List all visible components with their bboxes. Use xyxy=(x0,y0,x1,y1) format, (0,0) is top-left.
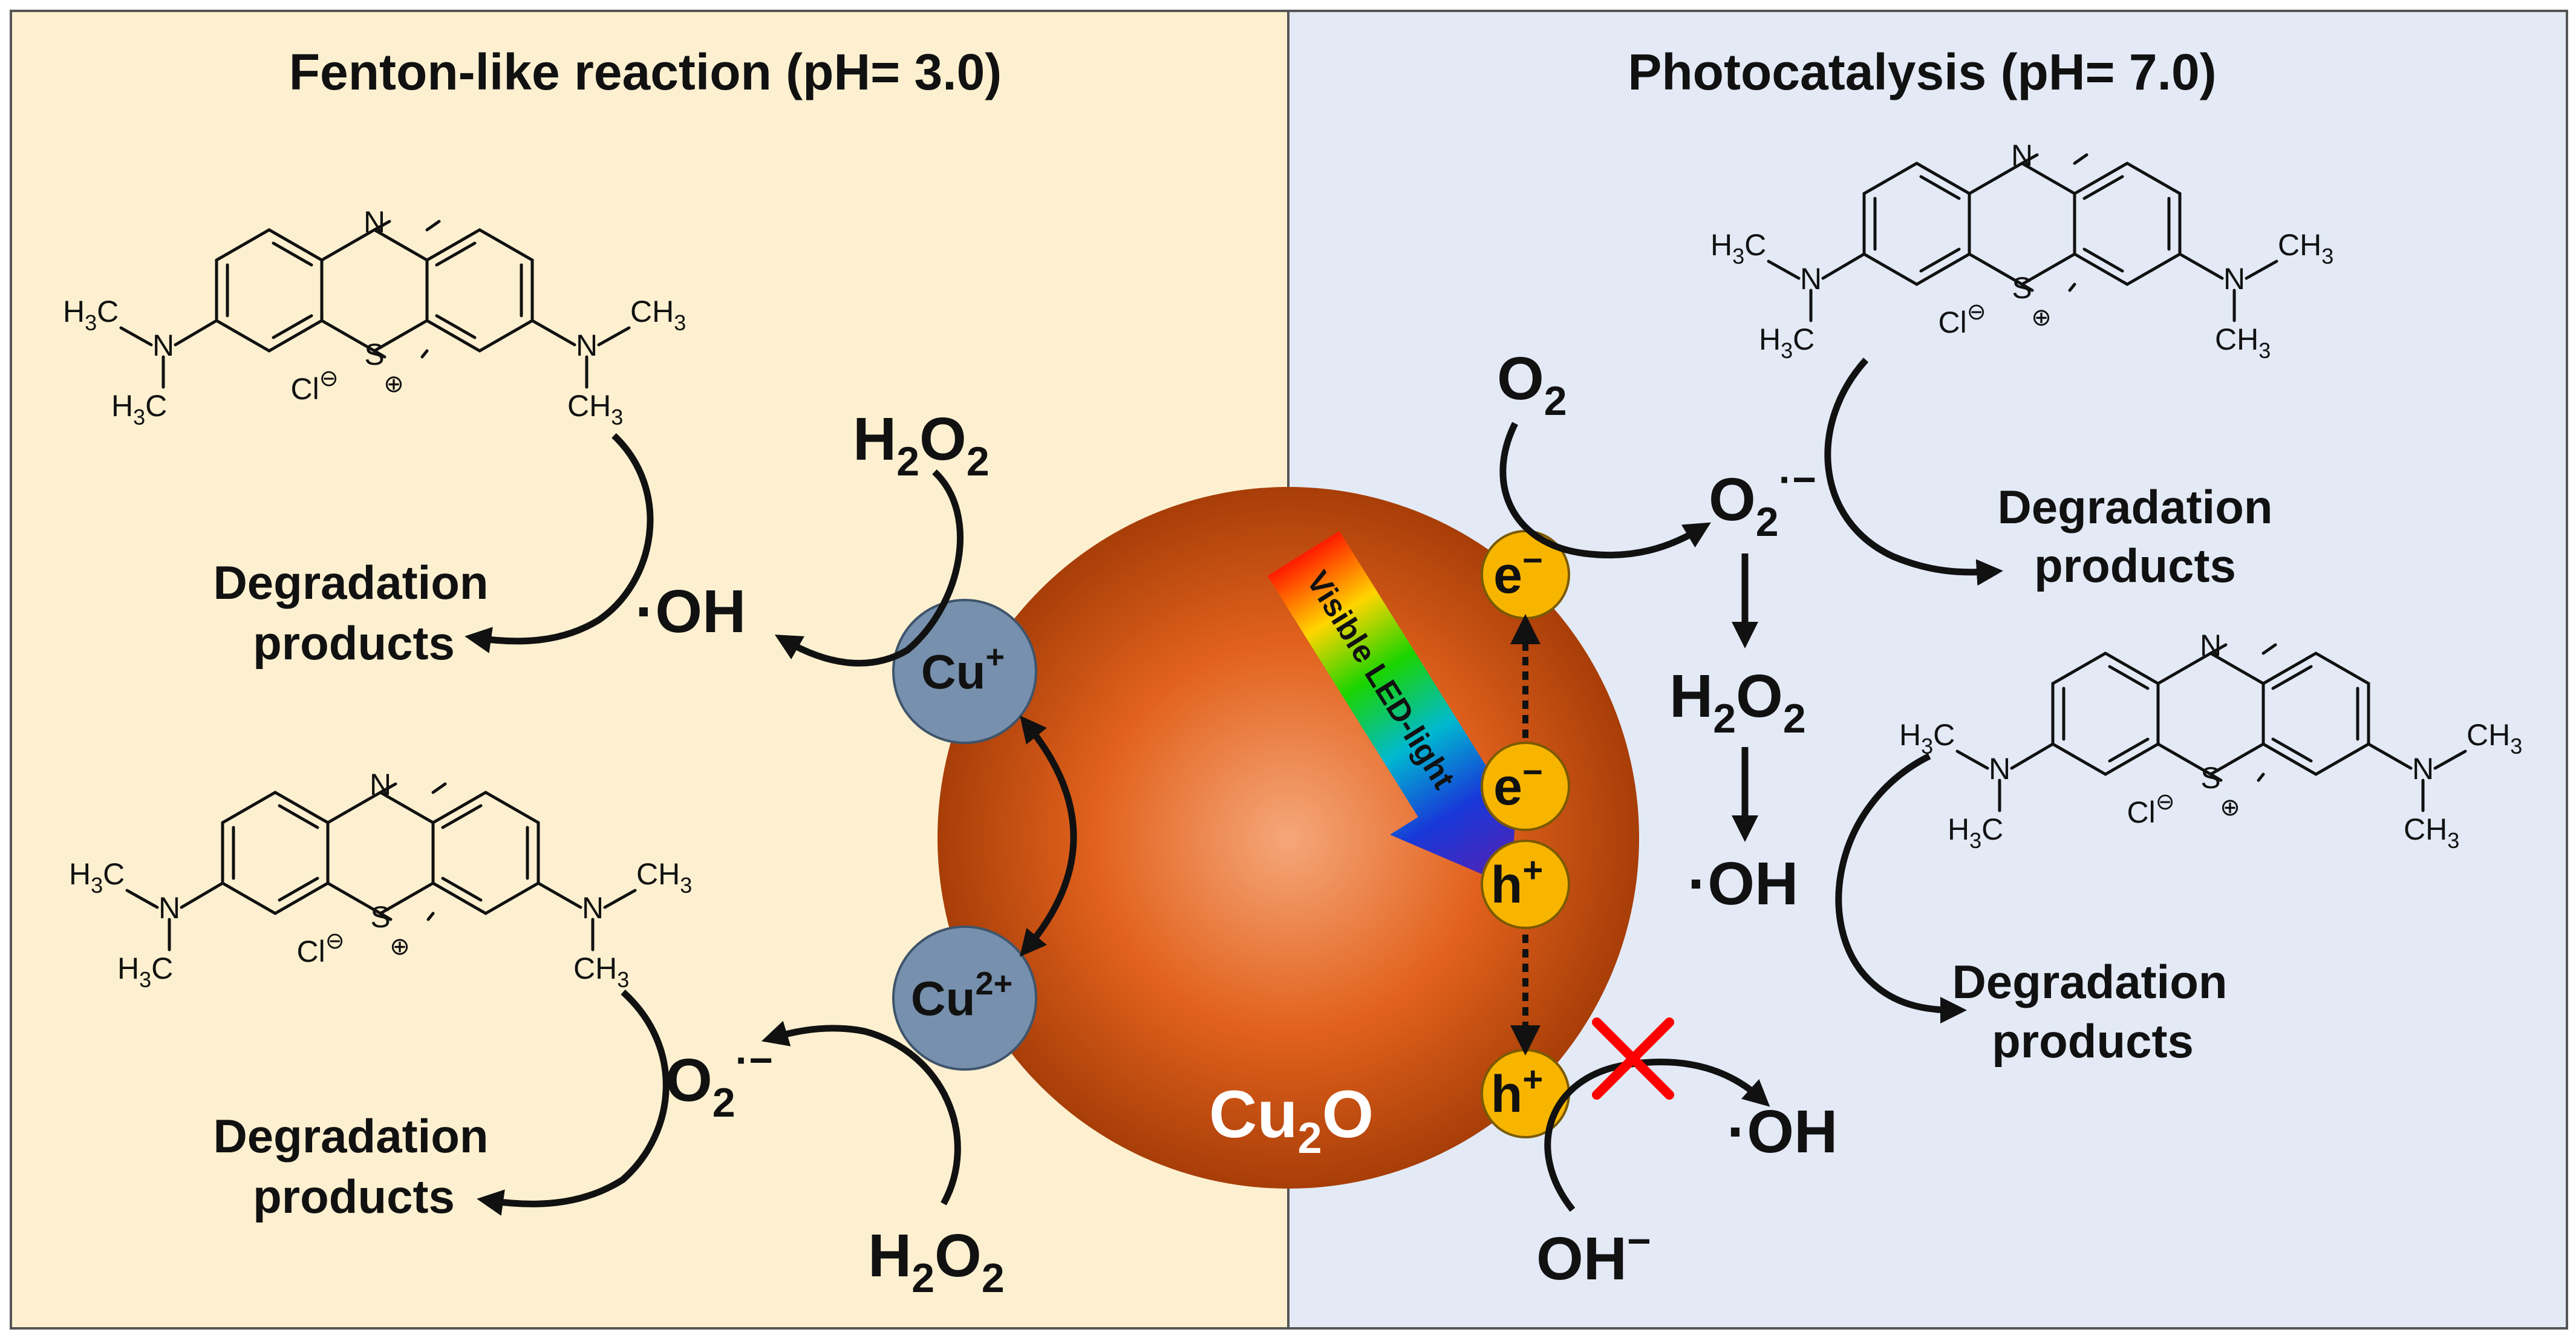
methylene-blue-structure-mid-right: N S ⊕ Cl⊖ N H3C H3C N CH3 CH3 xyxy=(1899,628,2522,853)
methyl-label-bottom-left: H3C xyxy=(1948,812,2003,853)
blocked-reaction-cross-icon xyxy=(1592,1017,1674,1100)
cu-2plus-label: Cu2+ xyxy=(911,965,1012,1025)
methylene-blue-structure-top-left: N S ⊕ Cl⊖ N H3C H3C N CH3 CH3 xyxy=(63,205,686,429)
h2o2-top-left: H2O2 xyxy=(853,405,990,485)
methylene-blue-structure-bottom-left: N S ⊕ Cl⊖ N H3C H3C N CH3 CH3 xyxy=(69,768,692,992)
methyl-label-top-left: H3C xyxy=(63,295,119,335)
methyl-label-bottom-right: CH3 xyxy=(2215,322,2271,363)
amine-nitrogen-right: N xyxy=(582,891,604,925)
mb-to-products-arrow-top-right xyxy=(1824,357,2003,586)
h2o2-to-o2-radical-arrow xyxy=(761,1020,961,1206)
amine-nitrogen-left: N xyxy=(1989,752,2010,786)
ring-sulfur-label: S xyxy=(2012,271,2032,305)
hole-node-mid xyxy=(1481,840,1570,929)
oh-radical-top-left: ·OH xyxy=(635,578,746,645)
methyl-label-top-right: CH3 xyxy=(630,295,686,335)
ring-nitrogen-label: N xyxy=(370,768,391,801)
products-top-right-line2: products xyxy=(2034,539,2236,592)
products-bottom-left-line1: Degradation xyxy=(213,1109,488,1163)
methylene-blue-structure-top-right: N S ⊕ Cl⊖ N H3C H3C N CH3 CH3 xyxy=(1710,139,2333,363)
cu-redox-arrow xyxy=(1019,715,1077,957)
products-bottom-left-line2: products xyxy=(253,1170,455,1223)
cu2o-particle xyxy=(937,487,1639,1189)
amine-nitrogen-right: N xyxy=(576,328,598,362)
ring-nitrogen-label: N xyxy=(2200,628,2222,662)
cu-2plus-node xyxy=(892,925,1037,1071)
products-top-left-line2: products xyxy=(253,616,455,670)
h2o2-to-oh-arrow xyxy=(774,469,964,667)
hydroxide-ion-label: OH− xyxy=(1536,1218,1651,1293)
amine-nitrogen-left: N xyxy=(158,891,180,925)
counter-ion-label: Cl⊖ xyxy=(290,366,338,406)
mb-to-products-arrow-bottom xyxy=(477,989,670,1216)
ring-sulfur-label: S xyxy=(364,338,384,371)
methyl-label-bottom-left: H3C xyxy=(1759,322,1815,363)
mb-to-products-arrow-bottom-right xyxy=(1835,753,1967,1023)
electron-label-mid: e− xyxy=(1493,752,1543,816)
sulfur-charge-icon: ⊕ xyxy=(390,933,410,960)
ring-nitrogen-label: N xyxy=(2011,139,2033,172)
oh-radical-mid-right: ·OH xyxy=(1687,850,1798,918)
oh-radical-bottom-right: ·OH xyxy=(1727,1098,1837,1166)
ring-sulfur-label: S xyxy=(370,900,390,934)
methyl-label-bottom-left: H3C xyxy=(117,951,173,992)
hole-label-bottom: h+ xyxy=(1491,1060,1543,1123)
methyl-label-bottom-right: CH3 xyxy=(573,951,629,992)
products-top-right-line1: Degradation xyxy=(1997,480,2272,534)
sulfur-charge-icon: ⊕ xyxy=(2031,304,2052,331)
right-panel-title: Photocatalysis (pH= 7.0) xyxy=(1628,44,2216,100)
products-bottom-right-line2: products xyxy=(1992,1014,2194,1068)
o2-radical-right: O2·− xyxy=(1709,457,1816,545)
methyl-label-top-right: CH3 xyxy=(2467,718,2522,759)
products-bottom-right-line1: Degradation xyxy=(1952,955,2227,1008)
cu-plus-node xyxy=(892,599,1037,744)
o2-to-superoxide-arrow xyxy=(1499,422,1711,559)
cu-plus-label: Cu+ xyxy=(921,639,1005,699)
amine-nitrogen-left: N xyxy=(152,328,174,362)
h2o2-bottom-left: H2O2 xyxy=(868,1222,1005,1301)
amine-nitrogen-right: N xyxy=(2412,752,2434,786)
h2o2-right: H2O2 xyxy=(1669,662,1806,742)
amine-nitrogen-right: N xyxy=(2223,262,2245,296)
products-top-left-line1: Degradation xyxy=(213,556,488,609)
o2-radical-left: O2·− xyxy=(665,1037,773,1126)
left-panel-title: Fenton-like reaction (pH= 3.0) xyxy=(289,44,1002,100)
methyl-label-top-right: CH3 xyxy=(636,857,692,898)
hydroxide-oxidation-arrow xyxy=(1544,1059,1770,1212)
counter-ion-label: Cl⊖ xyxy=(296,929,344,968)
mb-to-products-arrow-top xyxy=(465,433,654,653)
o2-right: O2 xyxy=(1497,345,1567,424)
methyl-label-bottom-right: CH3 xyxy=(567,389,623,429)
methyl-label-bottom-right: CH3 xyxy=(2404,812,2459,853)
hole-label-mid: h+ xyxy=(1491,850,1543,914)
sulfur-charge-icon: ⊕ xyxy=(2220,794,2240,821)
cu2o-label: Cu2O xyxy=(1209,1077,1374,1163)
ring-nitrogen-label: N xyxy=(364,205,385,239)
electron-label-top: e− xyxy=(1493,541,1543,604)
amine-nitrogen-left: N xyxy=(1800,262,1822,296)
counter-ion-label: Cl⊖ xyxy=(1938,299,1986,339)
methyl-label-bottom-left: H3C xyxy=(111,389,167,429)
methyl-label-top-left: H3C xyxy=(69,857,125,898)
methyl-label-top-left: H3C xyxy=(1710,228,1766,269)
electron-node-mid xyxy=(1481,742,1570,831)
ring-sulfur-label: S xyxy=(2200,761,2220,795)
sulfur-charge-icon: ⊕ xyxy=(383,371,404,397)
counter-ion-label: Cl⊖ xyxy=(2127,789,2174,829)
methyl-label-top-left: H3C xyxy=(1899,718,1955,759)
methyl-label-top-right: CH3 xyxy=(2278,228,2333,269)
